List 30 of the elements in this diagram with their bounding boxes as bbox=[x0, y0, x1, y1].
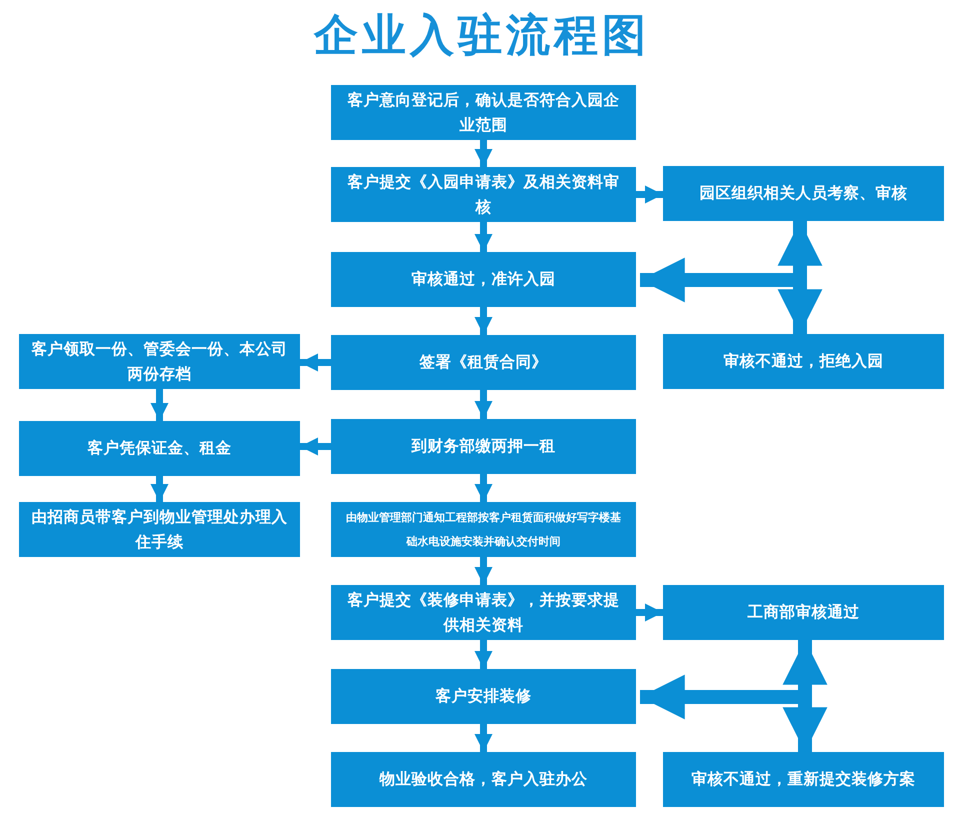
process-box: 客户提交《入园申请表》及相关资料审核 bbox=[331, 167, 636, 222]
process-box: 工商部审核通过 bbox=[663, 585, 944, 640]
arrow bbox=[474, 140, 493, 167]
process-box: 审核通过，准许入园 bbox=[331, 252, 636, 307]
diagram-title: 企业入驻流程图 bbox=[312, 9, 651, 63]
process-box: 客户领取一份、管委会一份、本公司两份存档 bbox=[19, 334, 300, 389]
arrow bbox=[474, 557, 493, 585]
process-box: 客户意向登记后，确认是否符合入园企业范围 bbox=[331, 85, 636, 140]
process-box: 审核不通过，重新提交装修方案 bbox=[663, 752, 944, 807]
arrow bbox=[150, 476, 169, 502]
arrow bbox=[474, 390, 493, 419]
process-box: 签署《租赁合同》 bbox=[331, 335, 636, 390]
arrow bbox=[636, 185, 663, 204]
arrow bbox=[636, 603, 663, 622]
process-box: 由物业管理部门通知工程部按客户租赁面积做好写字楼基础水电设施安装并确认交付时间 bbox=[331, 502, 636, 557]
process-box: 客户安排装修 bbox=[331, 669, 636, 724]
process-box: 到财务部缴两押一租 bbox=[331, 419, 636, 474]
arrow bbox=[474, 640, 493, 669]
arrow bbox=[150, 389, 169, 421]
process-box: 由招商员带客户到物业管理处办理入住手续 bbox=[19, 502, 300, 557]
process-box: 园区组织相关人员考察、审核 bbox=[663, 166, 944, 221]
arrow bbox=[300, 437, 331, 456]
arrow bbox=[474, 222, 493, 252]
arrow bbox=[474, 474, 493, 502]
process-box: 审核不通过，拒绝入园 bbox=[663, 334, 944, 389]
process-box: 物业验收合格，客户入驻办公 bbox=[331, 752, 636, 807]
process-box: 客户提交《装修申请表》，并按要求提供相关资料 bbox=[331, 585, 636, 640]
arrow bbox=[474, 724, 493, 752]
arrow bbox=[474, 307, 493, 335]
process-box: 客户凭保证金、租金 bbox=[19, 421, 300, 476]
